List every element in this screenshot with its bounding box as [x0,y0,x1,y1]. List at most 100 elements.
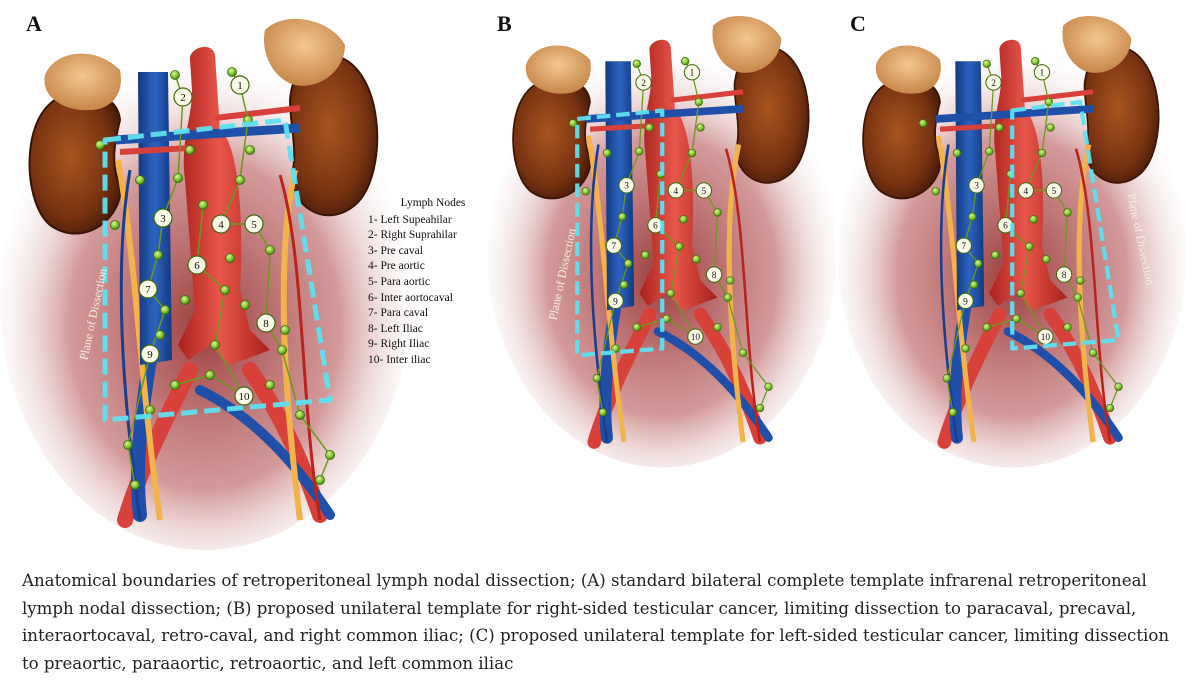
numbered-node-2 [635,74,652,91]
lymphatic-chain-right [946,63,995,413]
node-number-7: 7 [611,242,616,252]
dissection-boundary [102,117,333,423]
lymph-node [931,187,940,196]
lymph-node [991,250,1000,260]
lymph-node [235,175,245,185]
lymph-node [598,408,607,417]
panel-label-c: C [850,11,866,36]
lymph-node [679,215,688,224]
node-number-1: 1 [1040,69,1045,79]
panel-label-b: B [497,11,512,36]
right-ureter [935,135,977,443]
renal-arteries [119,105,301,155]
node-number-8: 8 [1062,271,1067,281]
numbered-node-2 [985,74,1002,91]
right-gonadal-vein [589,144,609,443]
lymph-node [968,212,977,221]
node-number-10: 10 [239,391,251,403]
lymph-node [764,382,773,391]
right-adrenal-gland [875,45,941,94]
lymph-node [982,323,991,332]
numbered-node-8 [1055,266,1073,283]
lymph-node [1073,293,1082,302]
lymph-node [210,340,220,350]
right-kidney [512,78,592,200]
left-renal-vein [114,123,301,145]
abdominal-aorta [989,39,1068,311]
numbered-node-4 [1017,182,1035,199]
lymph-node [1076,276,1085,285]
numbered-node-7 [605,237,622,254]
lymph-node [1016,289,1025,298]
right-common-iliac-artery [587,307,657,449]
numbered-node-9 [140,344,160,364]
numbered-node-3 [153,208,173,228]
legend-item: 4- Pre aortic [368,260,425,273]
numbered-node-4 [211,214,231,234]
lymph-node [1025,242,1034,251]
legend-item: 1- Left Supeahilar [368,213,452,226]
lymph-node [952,148,962,158]
lymph-node [632,323,641,332]
lymph-node [130,480,140,490]
numbered-node-9 [607,292,624,310]
lymph-node [1063,323,1072,332]
numbered-node-10 [687,328,704,345]
numbered-node-7 [955,237,972,254]
lymph-node [198,200,208,210]
lymphatic-chain-left [1024,60,1120,409]
numbered-node-1 [230,75,250,95]
legend-item: 5- Para aortic [368,275,430,288]
left-adrenal-gland [264,18,345,86]
lymph-node [95,140,105,150]
legend-item: 8- Left Iliac [368,322,423,335]
lymphatic-chain-right [127,74,184,486]
lymph-node [1046,123,1055,132]
numbered-node-5 [695,182,713,199]
lymph-node [155,330,165,340]
lymph-node [1044,97,1053,107]
lymph-node [948,408,957,417]
node-number-7: 7 [961,242,966,252]
panel-label-a: A [26,11,42,36]
legend-item: 9- Right Iliac [368,338,430,351]
legend-title: Lymph Nodes [400,197,466,209]
lymph-node [280,325,290,335]
lymph-node [225,253,235,263]
lymph-node [240,300,250,310]
abdominal-aorta [639,39,718,311]
right-adrenal-gland [44,53,121,111]
node-number-4: 4 [218,219,224,231]
right-gonadal-vein [119,169,142,521]
lymphatic-chain-right [596,63,645,413]
numbered-node-10 [234,386,254,406]
lymph-node [632,59,641,68]
lymph-node [145,405,155,415]
lymphatic-chain-left [219,71,331,481]
node-number-4: 4 [1024,187,1029,197]
right-common-iliac-artery [937,307,1007,449]
legend-item: 7- Para caval [368,307,429,320]
renal-arteries [939,89,1094,132]
numbered-node-3 [968,177,985,194]
lymph-node [135,175,145,185]
lymph-node [619,280,629,289]
lymph-node [173,173,183,183]
lymph-node [687,148,697,158]
lymph-node [110,220,120,230]
lymph-node [969,280,979,289]
left-gonadal-artery [278,174,322,521]
left-iliac-vein [1003,327,1123,443]
lymph-node [315,475,325,485]
node-number-5: 5 [251,219,257,231]
lymph-node [180,295,190,305]
node-number-9: 9 [963,297,968,307]
node-number-10: 10 [1041,333,1051,343]
lymph-node [602,148,612,158]
lymph-node [681,57,690,66]
lymph-node [961,344,970,353]
lymph-node [1105,403,1115,413]
right-iliac-vein [599,300,622,444]
lymph-node [918,119,928,128]
